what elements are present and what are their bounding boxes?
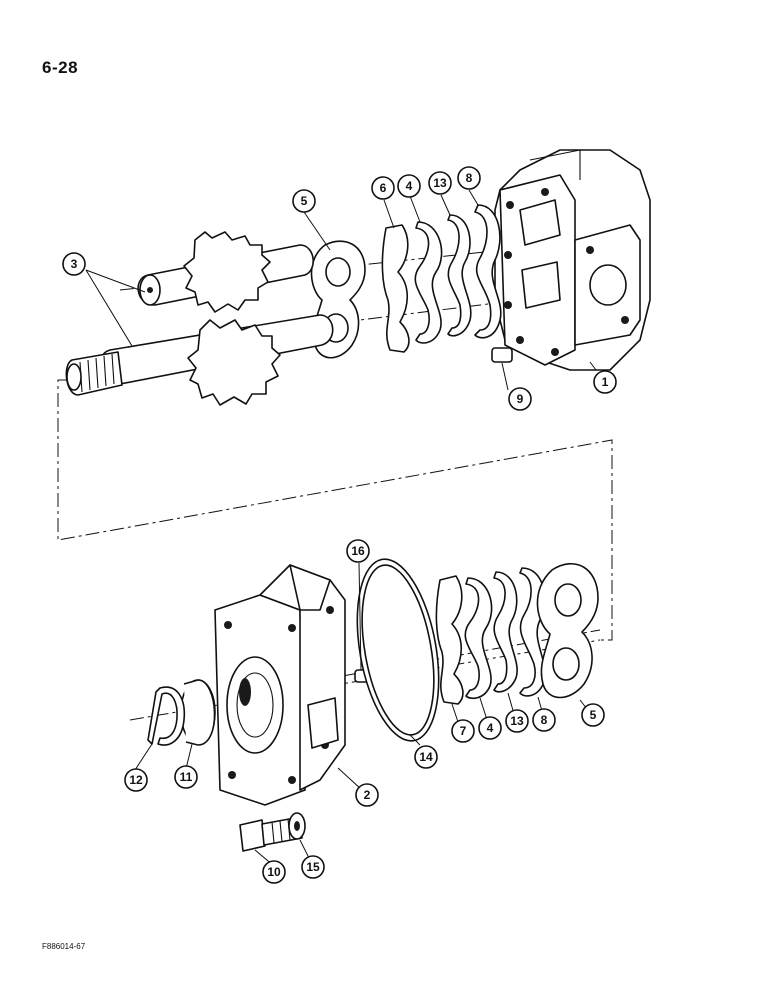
flange-cover xyxy=(214,564,346,806)
callout-13-lower: 13 xyxy=(505,709,529,733)
callout-11: 11 xyxy=(174,765,198,789)
callout-3: 3 xyxy=(62,252,86,276)
callout-7: 7 xyxy=(451,719,475,743)
pump-body xyxy=(494,149,651,371)
seal-4-lower xyxy=(464,577,493,700)
figure-code: F886014-67 xyxy=(42,942,86,951)
o-ring xyxy=(356,558,440,742)
callout-5-lower: 5 xyxy=(581,703,605,727)
callout-15: 15 xyxy=(301,855,325,879)
callout-13-upper: 13 xyxy=(428,171,452,195)
svg-text:16: 16 xyxy=(351,544,365,558)
svg-text:6: 6 xyxy=(380,181,387,195)
svg-text:1: 1 xyxy=(602,375,609,389)
svg-text:10: 10 xyxy=(267,865,281,879)
dowel-pin xyxy=(491,347,513,363)
callout-2: 2 xyxy=(355,783,379,807)
svg-text:12: 12 xyxy=(129,773,143,787)
svg-text:5: 5 xyxy=(301,194,308,208)
gear-shaft-upper xyxy=(137,231,314,313)
callout-12: 12 xyxy=(124,768,148,792)
snap-ring xyxy=(147,686,186,746)
svg-text:14: 14 xyxy=(419,750,433,764)
page-number: 6-28 xyxy=(42,58,79,77)
svg-text:7: 7 xyxy=(460,724,467,738)
wear-plate-upper xyxy=(381,224,410,353)
gear-shaft-drive xyxy=(65,314,334,406)
svg-text:2: 2 xyxy=(364,788,371,802)
svg-text:8: 8 xyxy=(466,171,473,185)
callout-9: 9 xyxy=(508,387,532,411)
svg-text:3: 3 xyxy=(71,257,78,271)
callout-16: 16 xyxy=(346,539,370,563)
svg-text:11: 11 xyxy=(180,770,193,784)
thrust-plate-lower xyxy=(536,562,599,699)
callout-10: 10 xyxy=(262,860,286,884)
callout-4-upper: 4 xyxy=(397,174,421,198)
svg-text:4: 4 xyxy=(406,179,413,193)
svg-text:8: 8 xyxy=(541,713,548,727)
callout-4-lower: 4 xyxy=(478,716,502,740)
callout-5-upper: 5 xyxy=(292,189,316,213)
assembly-centerline xyxy=(57,379,613,641)
callout-8-lower: 8 xyxy=(532,708,556,732)
svg-text:9: 9 xyxy=(517,392,524,406)
backup-ring-upper xyxy=(447,214,472,337)
seal-4-upper xyxy=(414,221,443,344)
washer xyxy=(288,812,306,840)
svg-text:4: 4 xyxy=(487,721,494,735)
seal-upper xyxy=(474,204,502,339)
callout-8-upper: 8 xyxy=(457,166,481,190)
svg-text:13: 13 xyxy=(510,714,524,728)
shaft-seal xyxy=(180,679,216,746)
svg-text:5: 5 xyxy=(590,708,597,722)
callout-14: 14 xyxy=(414,745,438,769)
wear-plate-lower xyxy=(435,575,464,705)
svg-text:15: 15 xyxy=(306,860,320,874)
svg-text:13: 13 xyxy=(433,176,447,190)
callout-1: 1 xyxy=(593,370,617,394)
backup-ring-lower xyxy=(493,571,518,693)
callout-6: 6 xyxy=(371,176,395,200)
